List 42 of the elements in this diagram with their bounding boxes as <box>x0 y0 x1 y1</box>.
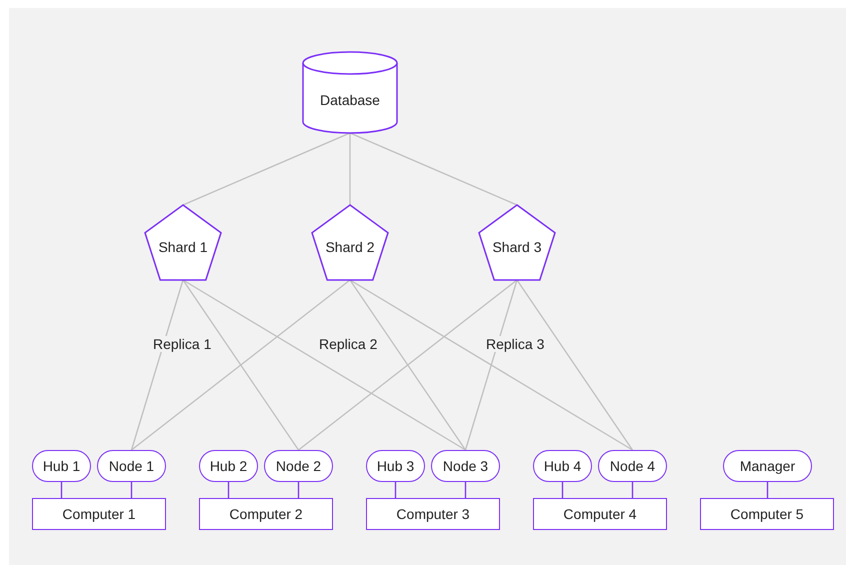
connector-line <box>131 279 350 451</box>
connector-line <box>394 482 396 498</box>
rounded-label: Hub 2 <box>199 450 258 482</box>
computer-box: Computer 4 <box>533 498 667 530</box>
connector-line <box>298 482 300 498</box>
connector-line <box>60 482 62 498</box>
rounded-label: Node 1 <box>97 450 166 482</box>
rounded-label: Node 3 <box>431 450 500 482</box>
rounded-label: Hub 4 <box>533 450 592 482</box>
connector-line <box>516 280 634 450</box>
connector-line <box>182 280 300 450</box>
replica-label: Replica 2 <box>318 336 378 352</box>
connector-line <box>298 279 518 451</box>
computer-box: Computer 2 <box>199 498 333 530</box>
database-cylinder: Database <box>303 52 397 133</box>
rounded-label: Node 2 <box>264 450 333 482</box>
shard-pentagon: Shard 1 <box>145 205 221 280</box>
connector-line <box>228 482 230 498</box>
rounded-label: Manager <box>723 450 812 482</box>
computer-box: Computer 5 <box>700 498 834 530</box>
connector-line <box>182 132 350 206</box>
connector-line <box>350 279 633 451</box>
connector-line <box>464 280 518 450</box>
replica-label: Replica 1 <box>152 336 212 352</box>
shard-pentagon: Shard 2 <box>312 205 388 280</box>
connector-line <box>632 482 634 498</box>
connector-line <box>130 482 132 498</box>
connector-line <box>130 280 184 450</box>
connector-line <box>349 280 466 450</box>
rounded-label: Hub 3 <box>366 450 425 482</box>
connector-line <box>766 482 768 498</box>
computer-box: Computer 1 <box>32 498 166 530</box>
connector-line <box>182 279 466 451</box>
shard-pentagon: Shard 3 <box>479 205 555 280</box>
connector-line <box>562 482 564 498</box>
connector-line <box>464 482 466 498</box>
rounded-label: Hub 1 <box>32 450 91 482</box>
rounded-label: Node 4 <box>598 450 667 482</box>
connector-line <box>350 132 518 206</box>
connector-line <box>349 133 351 205</box>
computer-box: Computer 3 <box>366 498 500 530</box>
replica-label: Replica 3 <box>485 336 546 352</box>
